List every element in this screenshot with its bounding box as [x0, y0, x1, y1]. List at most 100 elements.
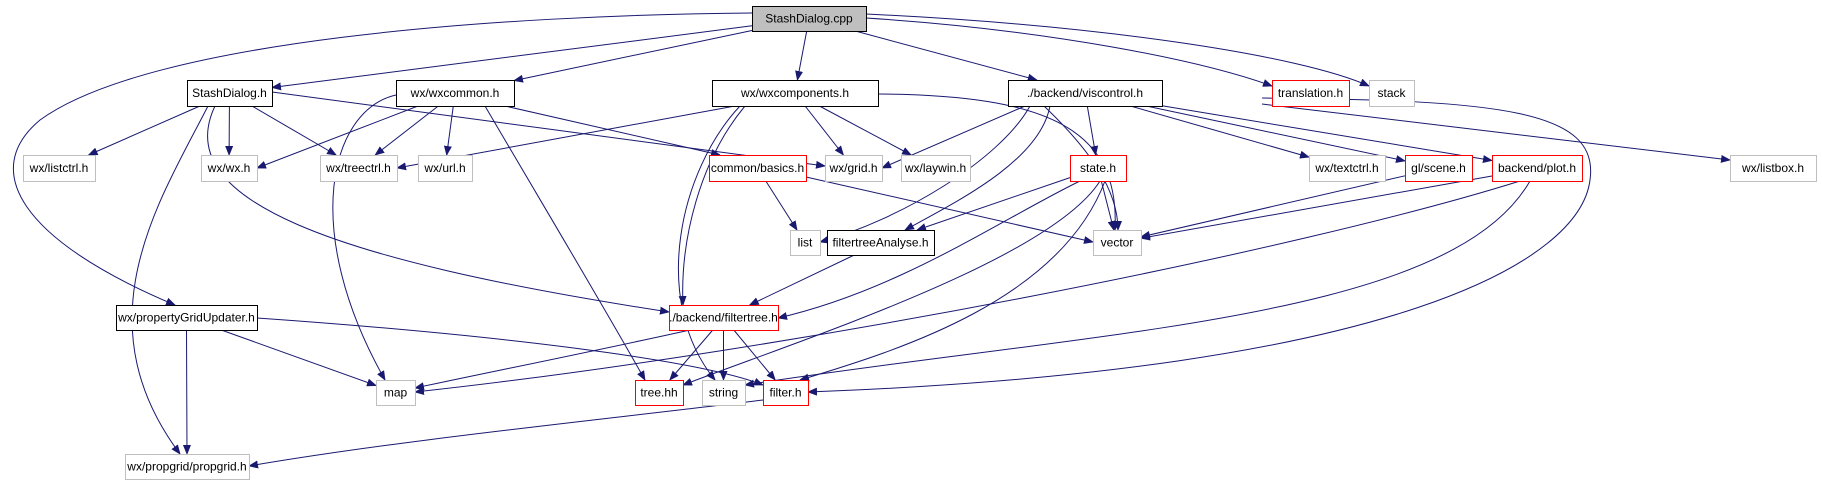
node-box	[23, 155, 96, 182]
node-state[interactable]: state.h	[1070, 155, 1127, 182]
node-pgupdater[interactable]: wx/propertyGridUpdater.h	[116, 305, 258, 331]
node-label: ./backend/filtertree.h	[669, 311, 778, 325]
edge-plot-to-map	[414, 180, 1521, 395]
edge-stashdialog_h-to-grid	[271, 91, 826, 169]
edge-wxcommon-to-url	[443, 105, 454, 156]
node-box	[827, 230, 935, 256]
node-box	[116, 305, 258, 331]
node-label: filter.h	[769, 386, 801, 400]
node-listctrl: wx/listctrl.h	[23, 155, 96, 182]
edge-stashdialog_h-to-propgrid	[131, 105, 209, 455]
edge-filtertree-to-filter	[733, 329, 776, 381]
node-laywin: wx/laywin.h	[901, 155, 971, 182]
node-ftanalyse[interactable]: filtertreeAnalyse.h	[827, 230, 935, 256]
node-string: string	[702, 380, 746, 406]
edge-wxcomponents-to-string	[678, 105, 741, 381]
node-box	[201, 155, 258, 182]
node-label: wx/url.h	[423, 161, 465, 175]
node-label: wx/listctrl.h	[29, 161, 89, 175]
node-filter[interactable]: filter.h	[763, 380, 809, 406]
node-box	[669, 305, 779, 331]
edge-filtertree-to-map	[414, 329, 691, 391]
node-filtertree[interactable]: ./backend/filtertree.h	[669, 305, 779, 331]
node-label: stack	[1377, 86, 1406, 100]
node-treectrl: wx/treectrl.h	[320, 155, 398, 182]
edge-state-to-filter	[799, 180, 1106, 382]
edge-root-to-viscontrol	[855, 30, 1038, 82]
edge-basics-to-list	[765, 180, 798, 231]
node-viscontrol[interactable]: ./backend/viscontrol.h	[1008, 80, 1163, 107]
edge-filter-to-propgrid	[248, 399, 764, 469]
node-label: ./backend/viscontrol.h	[1027, 86, 1143, 100]
node-listbox: wx/listbox.h	[1730, 155, 1817, 182]
node-label: translation.h	[1278, 86, 1343, 100]
node-basics[interactable]: common/basics.h	[709, 155, 807, 182]
node-box	[320, 155, 398, 182]
edge-wxcommon-to-treehh	[484, 105, 646, 381]
node-box	[763, 380, 809, 406]
node-url: wx/url.h	[418, 155, 473, 182]
node-box	[752, 6, 867, 32]
edge-viscontrol-to-state	[1086, 105, 1099, 156]
node-box	[396, 80, 515, 107]
node-label: StashDialog.h	[192, 86, 267, 100]
node-box	[635, 380, 684, 406]
edge-stashdialog_h-to-treectrl	[251, 105, 337, 156]
node-box	[709, 155, 807, 182]
edge-filtertree-to-treehh	[669, 329, 714, 381]
node-label: tree.hh	[640, 386, 677, 400]
node-label: gl/scene.h	[1411, 161, 1466, 175]
node-propgrid: wx/propgrid/propgrid.h	[125, 454, 250, 480]
node-plot[interactable]: backend/plot.h	[1492, 155, 1583, 182]
node-label: wx/wxcommon.h	[410, 86, 500, 100]
edge-viscontrol-to-listbox	[1261, 103, 1731, 163]
edge-scene-to-vector	[1140, 175, 1406, 239]
node-map: map	[376, 380, 416, 406]
node-stashdialog_h[interactable]: StashDialog.h	[187, 80, 273, 107]
edge-root-to-translation	[865, 17, 1273, 87]
node-stack: stack	[1369, 80, 1415, 107]
node-label: map	[384, 386, 408, 400]
edge-basics-to-vector	[805, 176, 1094, 244]
node-label: string	[709, 386, 738, 400]
node-label: wx/wxcomponents.h	[740, 86, 849, 100]
node-wxcommon[interactable]: wx/wxcommon.h	[396, 80, 515, 107]
edge-pgupdater-to-propgrid	[182, 329, 191, 455]
node-label: StashDialog.cpp	[765, 12, 853, 26]
node-box	[1008, 80, 1163, 107]
edge-stashdialog_h-to-filtertree	[207, 105, 670, 315]
node-box	[901, 155, 971, 182]
node-translation[interactable]: translation.h	[1272, 80, 1350, 107]
node-box	[1492, 155, 1583, 182]
node-label: wx/grid.h	[828, 161, 877, 175]
node-vector: vector	[1093, 230, 1142, 256]
node-scene[interactable]: gl/scene.h	[1405, 155, 1473, 182]
edges-layer	[13, 12, 1731, 469]
edge-root-to-wxcomponents	[795, 30, 808, 81]
edge-state-to-filtertree	[777, 180, 1081, 320]
node-label: wx/laywin.h	[904, 161, 966, 175]
node-box	[1369, 80, 1415, 107]
edge-wxcomponents-to-grid	[804, 105, 845, 156]
node-root[interactable]: StashDialog.cpp	[752, 6, 867, 32]
edge-root-to-stashdialog_h	[271, 25, 753, 91]
node-grid: wx/grid.h	[825, 155, 883, 182]
node-label: wx/wx.h	[207, 161, 251, 175]
edge-viscontrol-to-plot	[1161, 105, 1493, 163]
edge-plot-to-string	[744, 180, 1531, 388]
node-box	[187, 80, 273, 107]
node-box	[1309, 155, 1386, 182]
node-label: wx/textctrl.h	[1314, 161, 1378, 175]
edge-pgupdater-to-map	[221, 329, 377, 387]
edge-ftanalyse-to-filtertree	[748, 254, 855, 306]
edge-root-to-wxcommon	[513, 30, 753, 83]
node-treehh[interactable]: tree.hh	[635, 380, 684, 406]
node-label: wx/propertyGridUpdater.h	[117, 311, 255, 325]
edge-state-to-vector	[1100, 180, 1116, 231]
node-box	[1730, 155, 1817, 182]
node-wxcomponents[interactable]: wx/wxcomponents.h	[712, 80, 879, 107]
node-label: filtertreeAnalyse.h	[832, 236, 928, 250]
edge-state-to-ftanalyse	[916, 177, 1071, 231]
node-textctrl: wx/textctrl.h	[1309, 155, 1386, 182]
